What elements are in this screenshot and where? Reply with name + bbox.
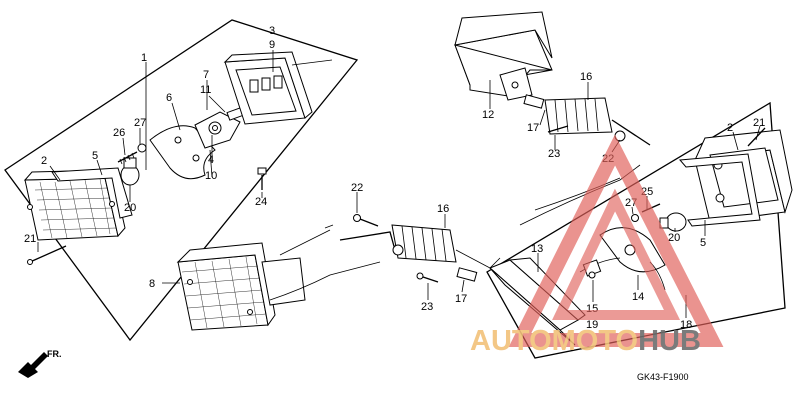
callout-21-left: 21 xyxy=(24,233,36,245)
callout-4: 4 xyxy=(208,154,214,166)
callout-27-left: 27 xyxy=(134,117,146,129)
callout-19: 19 xyxy=(586,319,598,331)
washer-27-left xyxy=(137,143,147,153)
callout-20-left: 20 xyxy=(124,202,136,214)
callout-2-left: 2 xyxy=(41,155,47,167)
callout-18: 18 xyxy=(680,319,692,331)
bulb-right xyxy=(659,212,687,232)
callout-16-upper: 16 xyxy=(580,71,592,83)
callout-9: 9 xyxy=(269,39,275,51)
callout-17-lower: 17 xyxy=(455,293,467,305)
gasket-left xyxy=(51,167,133,219)
callout-17-upper: 17 xyxy=(527,122,539,134)
collar-17-upper xyxy=(523,94,545,109)
screw-21-left xyxy=(27,245,67,265)
wire-lower xyxy=(269,261,381,301)
lens-right xyxy=(694,129,793,223)
callout-21-right: 21 xyxy=(753,117,765,129)
bolt-23-upper xyxy=(547,125,569,133)
group-frame-left xyxy=(4,19,359,342)
callout-23-lower: 23 xyxy=(421,301,433,313)
callout-2-right: 2 xyxy=(727,122,733,134)
gasket-right xyxy=(678,153,761,227)
callout-7: 7 xyxy=(203,69,209,81)
screw-26 xyxy=(117,151,138,165)
callout-23-upper: 23 xyxy=(548,148,560,160)
callout-1: 1 xyxy=(141,52,147,64)
plate-6 xyxy=(149,125,216,180)
watermark: AUTOMOTOHUB xyxy=(470,134,724,357)
callout-12: 12 xyxy=(482,109,494,121)
callout-20-right: 20 xyxy=(668,232,680,244)
callout-6: 6 xyxy=(166,92,172,104)
callout-labels: 1 3 9 7 11 6 27 26 2 5 4 10 20 21 24 12 … xyxy=(24,25,765,331)
callout-26: 26 xyxy=(113,127,125,139)
screw-24 xyxy=(257,167,267,190)
stay-16-upper xyxy=(544,97,651,146)
callout-3: 3 xyxy=(269,25,275,37)
front-direction-label: FR. xyxy=(47,349,62,359)
part-code: GK43-F1900 xyxy=(637,372,689,382)
watermark-triangle-inner xyxy=(552,188,681,320)
bulb-left xyxy=(120,157,140,186)
callout-22-lower: 22 xyxy=(351,182,363,194)
housing-left xyxy=(223,51,333,125)
front-arrow: FR. xyxy=(18,349,62,378)
callout-14: 14 xyxy=(632,291,644,303)
wire-upper xyxy=(519,164,641,226)
bolt-22-lower xyxy=(353,214,379,227)
leader-lines xyxy=(37,50,761,318)
callout-24: 24 xyxy=(255,196,267,208)
callout-5-left: 5 xyxy=(92,150,98,162)
callout-11: 11 xyxy=(200,84,211,96)
socket-4 xyxy=(194,111,241,149)
callout-13: 13 xyxy=(531,243,543,255)
washer-27-right xyxy=(631,214,639,222)
callout-10: 10 xyxy=(205,170,217,182)
rear-lamp-upper xyxy=(454,11,553,101)
rear-lamp-lower xyxy=(176,242,306,331)
callout-5-right: 5 xyxy=(700,237,706,249)
callout-8: 8 xyxy=(149,278,155,290)
stay-16-lower xyxy=(339,224,501,269)
callout-16-lower: 16 xyxy=(437,203,449,215)
collar-17-lower xyxy=(456,267,478,282)
watermark-triangle-outer xyxy=(508,134,724,347)
watermark-text: AUTOMOTOHUB xyxy=(470,325,701,357)
